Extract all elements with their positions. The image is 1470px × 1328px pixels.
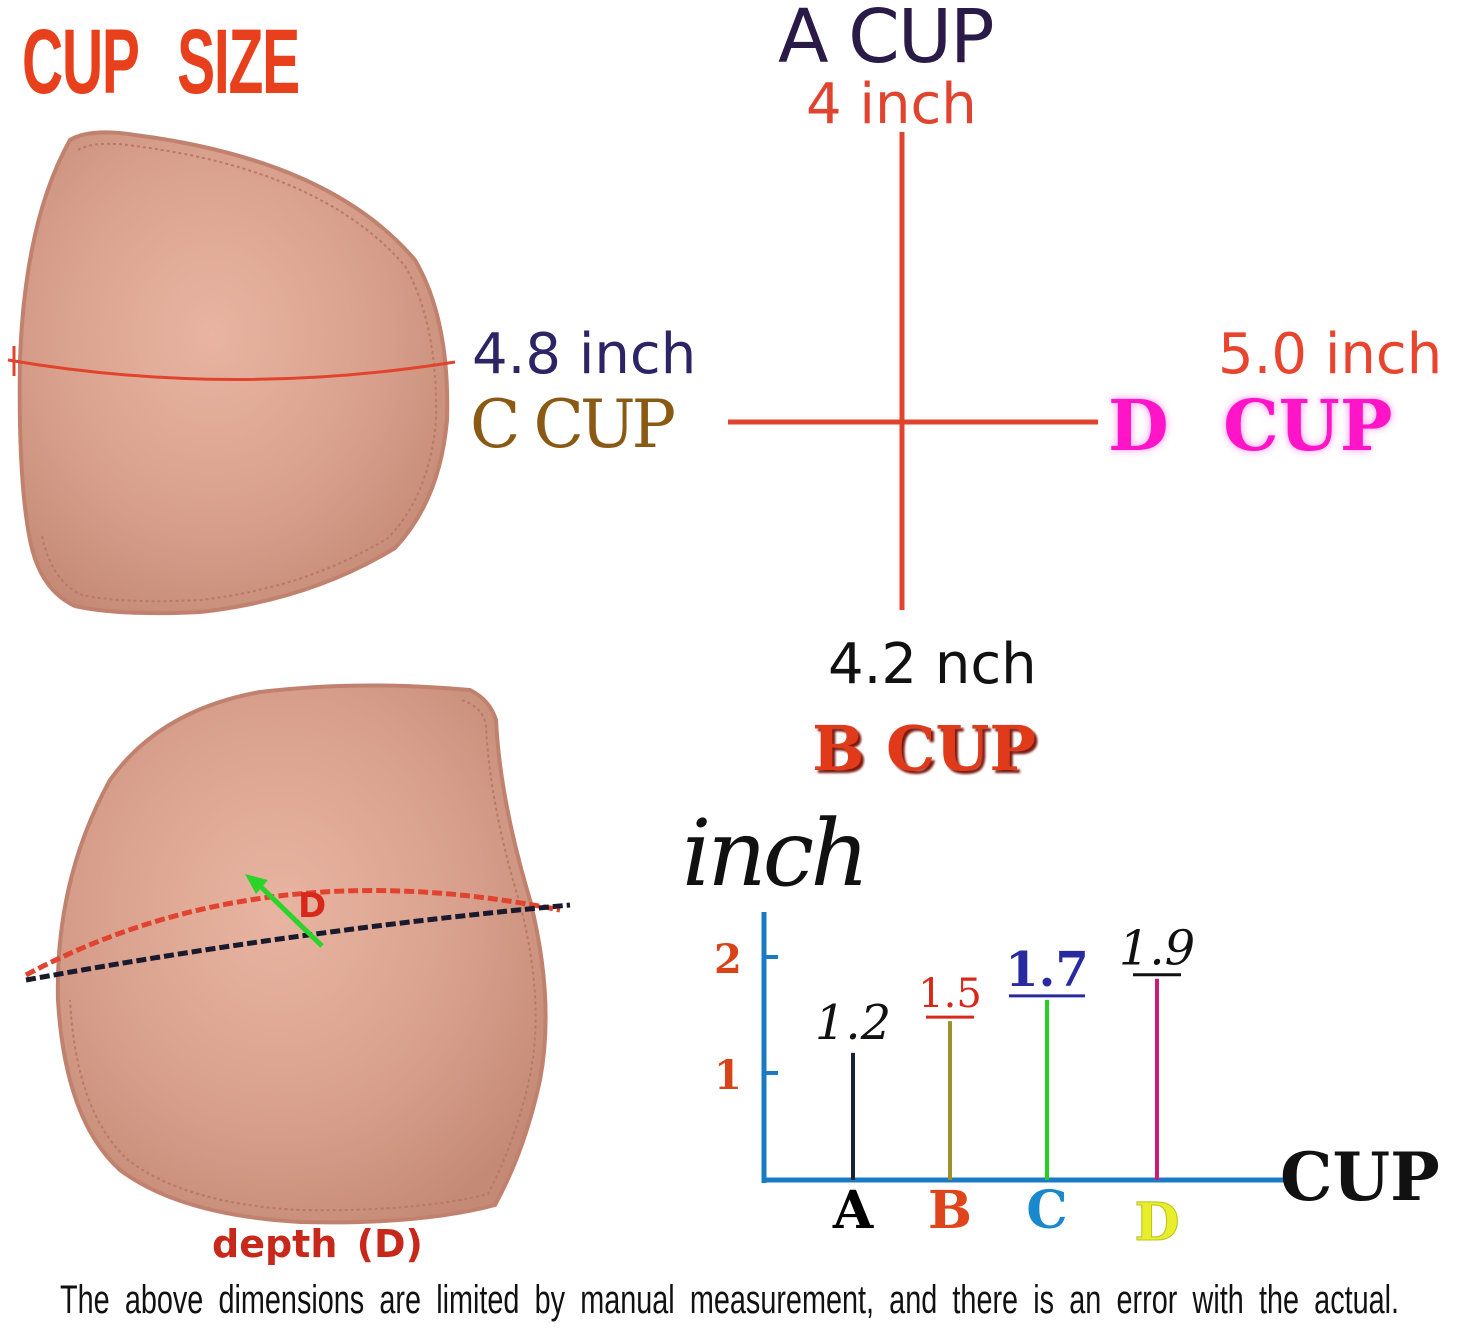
value-label-c: 1.7	[1005, 942, 1089, 998]
category-label-c: C	[1026, 1180, 1067, 1241]
page-title: CUP SIZE	[22, 11, 300, 113]
depth-arrow	[256, 882, 324, 948]
x-axis-label: CUP	[1280, 1138, 1440, 1216]
depth-label: depth (D)	[212, 1222, 423, 1266]
cup-pad-top	[7, 130, 456, 616]
a-cup-label: A CUP	[778, 0, 995, 80]
y-tick-label-2: 2	[714, 936, 742, 983]
a-cup-measure: 4 inch	[806, 72, 977, 137]
y-tick-label-1: 1	[714, 1052, 742, 1099]
depth-marker: D	[298, 886, 327, 926]
value-label-b: 1.5	[918, 971, 982, 1017]
d-cup-label: D CUP	[1108, 384, 1393, 467]
depth-arc-line	[24, 888, 561, 978]
category-label-b: B	[928, 1180, 972, 1241]
cup-pad-bottom	[24, 683, 571, 1225]
width-measure-line	[7, 358, 456, 381]
b-cup-label: B CUP	[812, 712, 1037, 785]
category-label-d: D	[1134, 1192, 1179, 1253]
c-cup-label: C CUP	[470, 386, 676, 463]
b-cup-measure: 4.2 nch	[828, 632, 1037, 697]
d-cup-measure: 5.0 inch	[1218, 322, 1443, 387]
baseline-line	[25, 902, 571, 983]
value-label-d: 1.9	[1119, 921, 1195, 977]
value-label-a: 1.2	[815, 995, 891, 1051]
y-axis-label: inch	[682, 800, 869, 907]
footer-note: The above dimensions are limited by manu…	[60, 1278, 1400, 1322]
c-cup-measure: 4.8 inch	[472, 322, 697, 387]
category-label-a: A	[832, 1180, 874, 1241]
